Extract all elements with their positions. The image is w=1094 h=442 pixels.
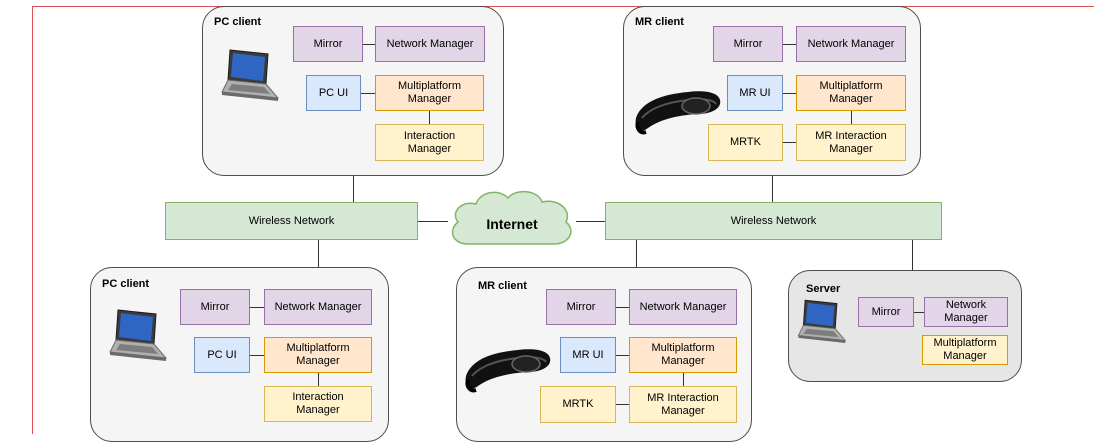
connector	[250, 355, 264, 356]
mr-headset-icon	[632, 82, 724, 136]
connector	[772, 175, 773, 203]
mirror-box: Mirror	[713, 26, 783, 62]
wireless-network-left: Wireless Network	[165, 202, 418, 240]
network-manager-box: Network Manager	[924, 297, 1008, 327]
pc-ui-box: PC UI	[306, 75, 361, 111]
pc-ui-box: PC UI	[194, 337, 250, 373]
mirror-box: Mirror	[180, 289, 250, 325]
cloud-icon	[446, 186, 578, 250]
connector	[429, 111, 430, 124]
multiplatform-manager-box: Multiplatform Manager	[629, 337, 737, 373]
network-manager-box: Network Manager	[796, 26, 906, 62]
mirror-box: Mirror	[858, 297, 914, 327]
mirror-box: Mirror	[546, 289, 616, 325]
pc-client-top-title: PC client	[214, 16, 262, 28]
server-title: Server	[806, 283, 841, 295]
laptop-icon	[795, 298, 847, 346]
mr-client-bottom-title: MR client	[478, 280, 527, 292]
connector	[783, 44, 796, 45]
connector	[576, 221, 606, 222]
mr-headset-icon	[462, 340, 554, 394]
mrtk-box: MRTK	[708, 124, 783, 161]
multiplatform-manager-box: Multiplatform Manager	[264, 337, 372, 373]
connector	[636, 240, 637, 267]
mr-interaction-manager-box: MR Interaction Manager	[629, 386, 737, 423]
laptop-icon	[218, 48, 280, 104]
connector	[318, 240, 319, 267]
connector	[616, 355, 629, 356]
connector	[616, 307, 629, 308]
mr-ui-box: MR UI	[727, 75, 783, 111]
connector	[783, 93, 796, 94]
connector	[353, 175, 354, 203]
network-manager-box: Network Manager	[375, 26, 485, 62]
connector	[912, 240, 913, 270]
multiplatform-manager-box: Multiplatform Manager	[375, 75, 484, 111]
connector	[318, 373, 319, 386]
interaction-manager-box: Interaction Manager	[264, 386, 372, 422]
laptop-icon	[106, 308, 168, 364]
multiplatform-manager-box: Multiplatform Manager	[922, 335, 1008, 365]
mirror-box: Mirror	[293, 26, 363, 62]
network-manager-box: Network Manager	[264, 289, 372, 325]
wireless-network-right: Wireless Network	[605, 202, 942, 240]
frame-left-border	[32, 6, 33, 434]
mr-ui-box: MR UI	[560, 337, 616, 373]
frame-top-border	[32, 6, 1094, 7]
connector	[914, 312, 924, 313]
connector	[363, 44, 375, 45]
interaction-manager-box: Interaction Manager	[375, 124, 484, 161]
internet-label: Internet	[486, 216, 538, 232]
connector	[851, 111, 852, 124]
network-manager-box: Network Manager	[629, 289, 737, 325]
connector	[361, 93, 375, 94]
connector	[783, 142, 796, 143]
connector	[418, 221, 448, 222]
mr-client-top-title: MR client	[635, 16, 684, 28]
mr-interaction-manager-box: MR Interaction Manager	[796, 124, 906, 161]
connector	[683, 373, 684, 386]
multiplatform-manager-box: Multiplatform Manager	[796, 75, 906, 111]
pc-client-bottom-title: PC client	[102, 278, 150, 290]
connector	[616, 404, 629, 405]
mrtk-box: MRTK	[540, 386, 616, 423]
connector	[250, 307, 264, 308]
